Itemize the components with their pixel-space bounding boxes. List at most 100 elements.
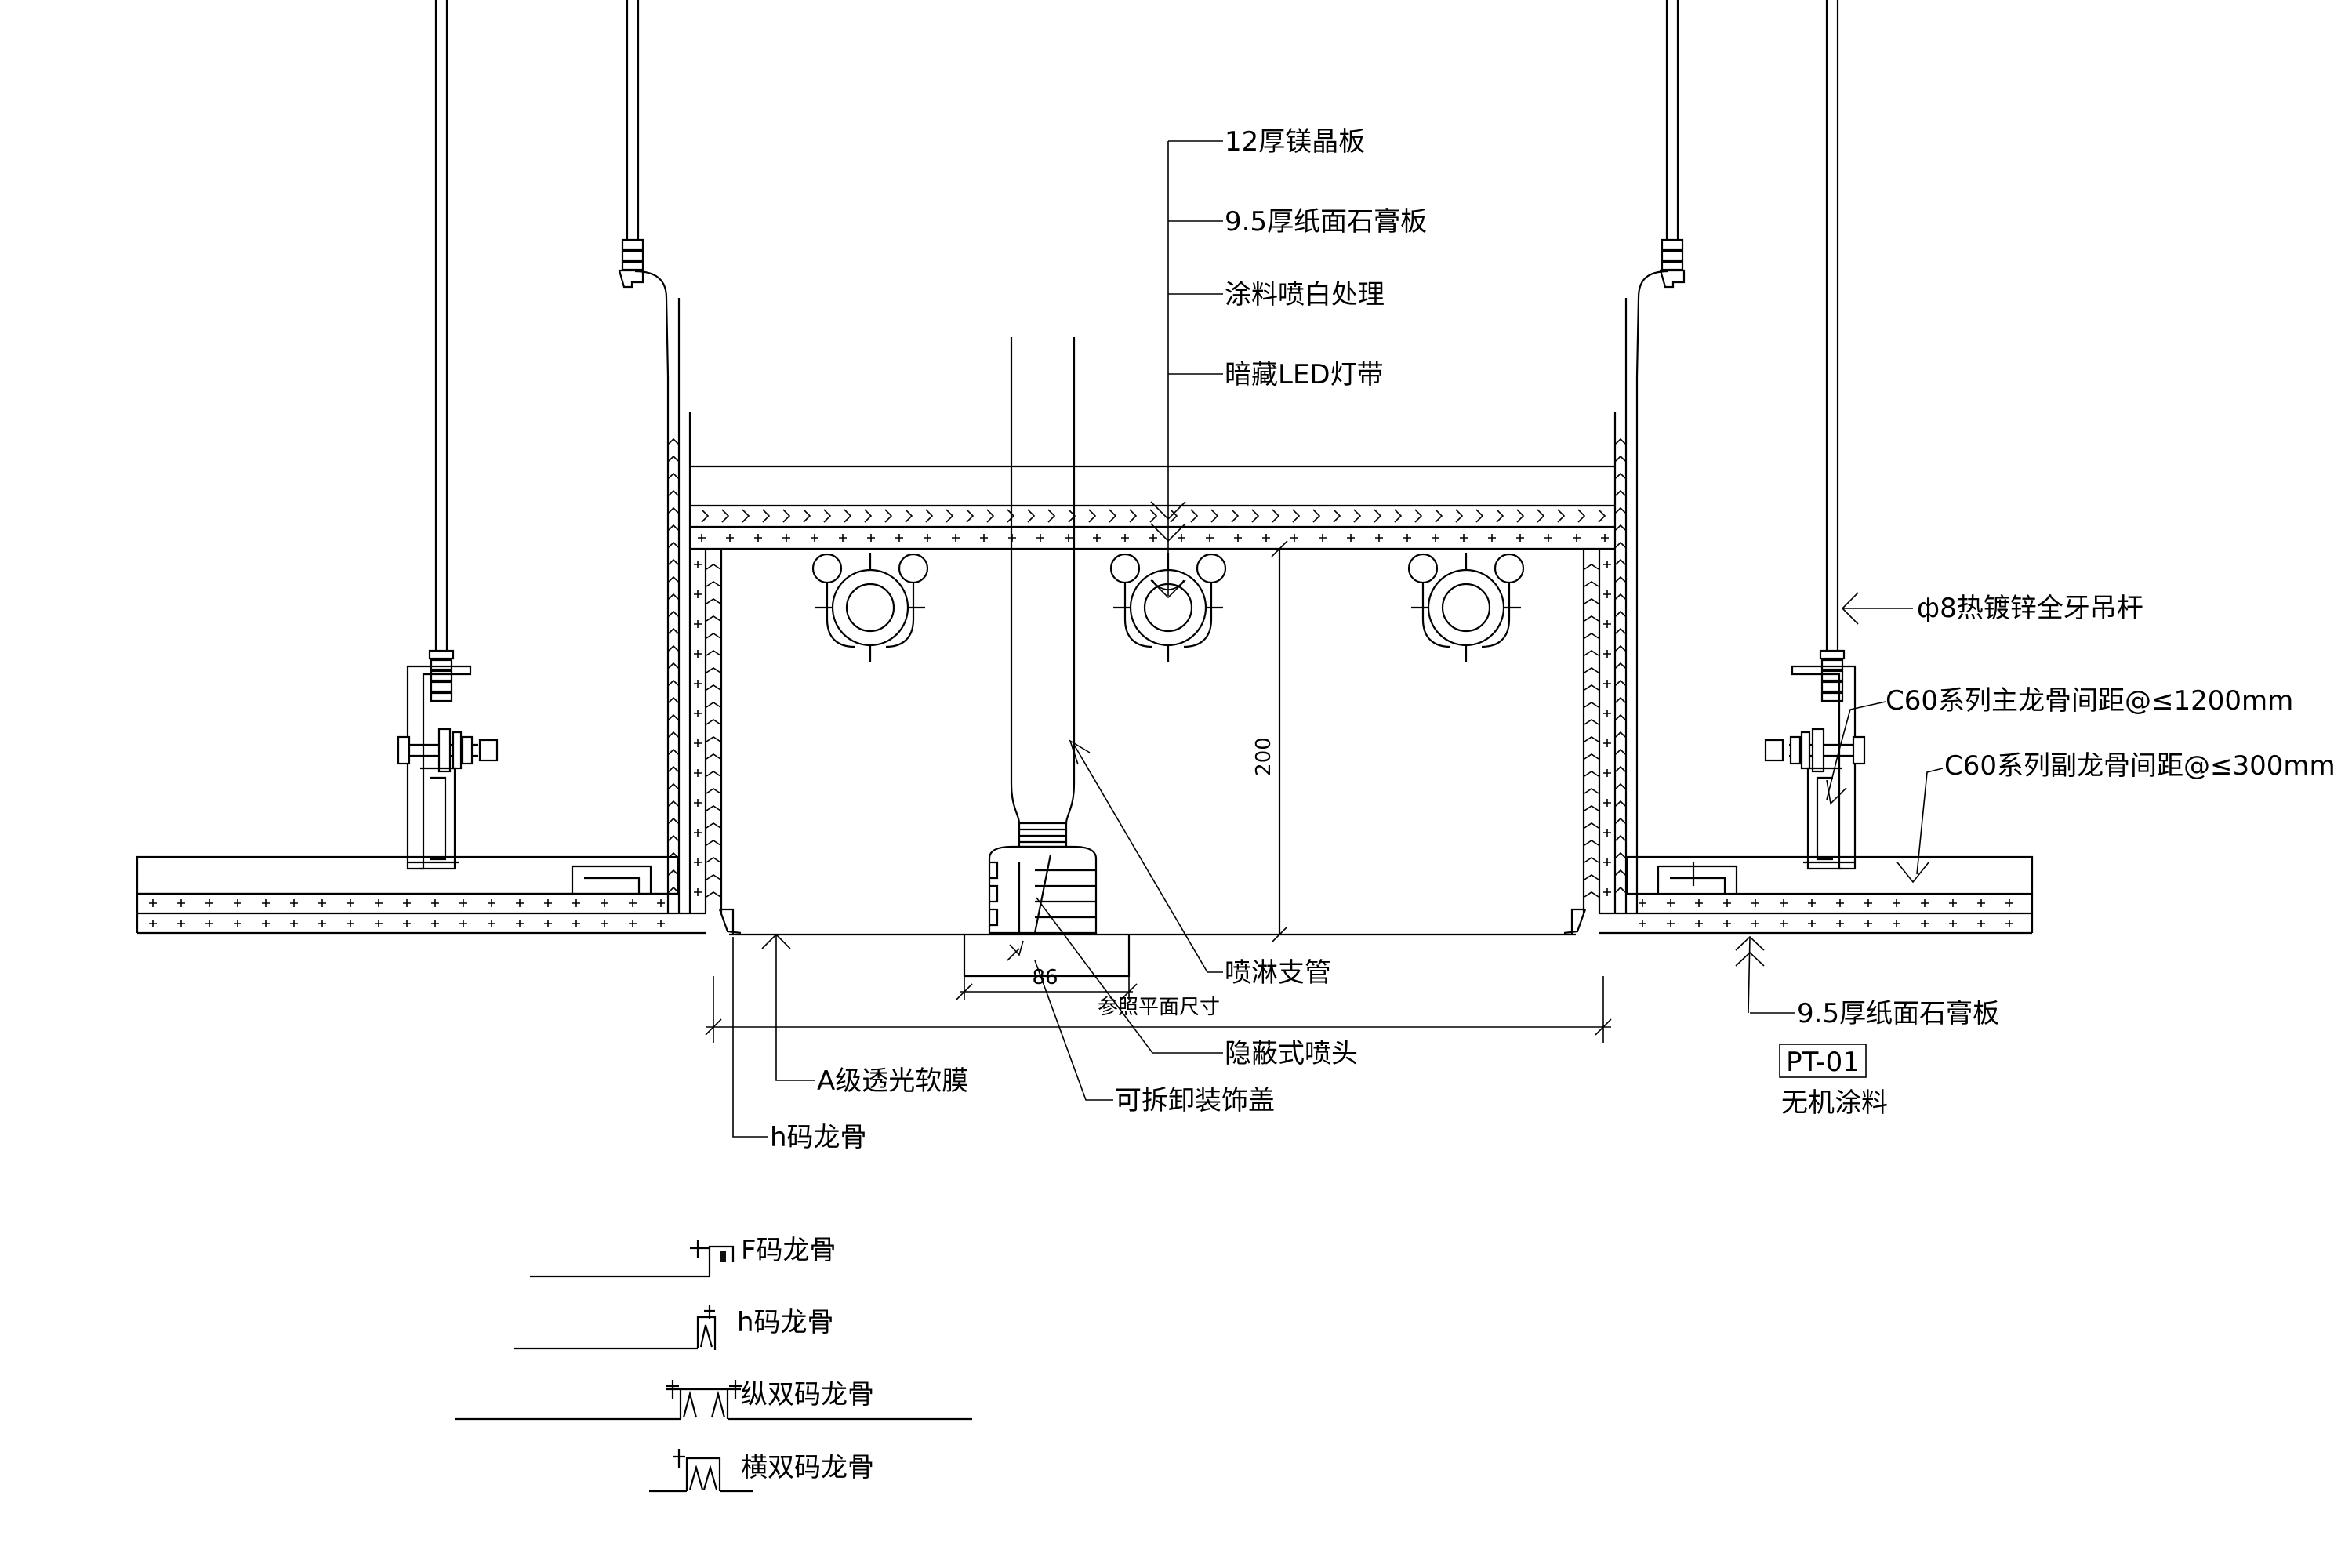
plus-mark: [177, 920, 185, 927]
hatch-mark: [986, 509, 995, 523]
hatch-mark: [1333, 509, 1341, 523]
hatch-mark: [1584, 753, 1599, 760]
plus-mark: [601, 899, 608, 907]
hatch-mark: [884, 509, 893, 523]
plus-mark: [782, 534, 790, 542]
hatch-mark: [1598, 509, 1606, 523]
sprinkler-width-text: 86: [1032, 966, 1058, 989]
plus-mark: [459, 920, 467, 927]
sub-keel-leader: [1896, 768, 1944, 884]
hatch-mark: [1584, 736, 1599, 742]
plus-mark: [177, 899, 185, 907]
hatch-mark: [803, 509, 811, 523]
h-keel-callout-label: h码龙骨: [770, 1122, 867, 1153]
hatch-mark: [668, 455, 679, 462]
plus-mark: [1603, 858, 1611, 866]
hatch-mark: [1615, 437, 1626, 445]
legend-f-keel: F码龙骨: [530, 1235, 837, 1278]
hatch-mark: [706, 736, 721, 742]
led-lamp: [811, 553, 929, 662]
plus-mark: [1836, 899, 1844, 907]
plus-mark: [544, 920, 552, 927]
plus-mark: [694, 739, 702, 747]
hatch-mark: [1584, 667, 1599, 673]
hatch-mark: [706, 805, 721, 811]
plus-mark: [1178, 534, 1185, 542]
hatch-mark: [668, 886, 679, 893]
paint-spray-label: 涂料喷白处理: [1225, 279, 1385, 310]
plus-mark: [694, 680, 702, 688]
hatch-mark: [1109, 509, 1117, 523]
hatch-mark: [668, 472, 679, 479]
right-inner-hanger-rod: [1624, 0, 1686, 412]
plus-mark: [1036, 534, 1044, 542]
hatch-mark: [1615, 610, 1626, 617]
plus-mark: [1488, 534, 1496, 542]
plus-mark: [867, 534, 875, 542]
plus-mark: [1836, 920, 1844, 927]
hatch-mark: [706, 667, 721, 673]
hatch-mark: [1584, 822, 1599, 829]
plus-mark: [839, 534, 847, 542]
hatch-mark: [1047, 509, 1056, 523]
hatch-mark: [1584, 788, 1599, 794]
hatch-mark: [1615, 455, 1626, 462]
gypsum-board-right-label: 9.5厚纸面石膏板: [1797, 998, 1999, 1029]
hatch-mark: [1615, 731, 1626, 738]
plus-mark: [1977, 899, 1985, 907]
hatch-mark: [1088, 509, 1097, 523]
vertical-double-keel-icon: [666, 1380, 742, 1419]
plus-mark: [694, 769, 702, 777]
plus-mark: [1319, 534, 1327, 542]
hatch-mark: [1584, 805, 1599, 811]
hatch-mark: [668, 627, 679, 634]
hatch-mark: [925, 509, 934, 523]
hatch-mark: [706, 581, 721, 587]
left-main-keel-bracket: [397, 665, 499, 870]
concealed-sprinkler-leader: [1036, 897, 1223, 1054]
plus-mark: [1375, 534, 1383, 542]
plus-mark: [262, 920, 270, 927]
plus-mark: [1262, 534, 1270, 542]
hatch-mark: [668, 679, 679, 686]
hatch-mark: [668, 541, 679, 548]
hatch-mark: [1584, 564, 1599, 570]
hatch-mark: [706, 788, 721, 794]
plus-mark: [205, 920, 213, 927]
hatch-mark: [706, 753, 721, 760]
plan-reference-text: 参照平面尺寸: [1098, 996, 1220, 1019]
plan-reference-dimension: 参照平面尺寸: [705, 976, 1612, 1043]
hatch-mark: [1615, 817, 1626, 824]
hatch-mark: [1584, 615, 1599, 622]
plus-mark: [694, 620, 702, 628]
plus-mark: [694, 858, 702, 866]
plus-mark: [290, 899, 298, 907]
plus-mark: [1544, 534, 1552, 542]
plus-mark: [694, 799, 702, 807]
hatch-mark: [668, 696, 679, 703]
hatch-mark: [706, 615, 721, 622]
hatch-mark: [706, 874, 721, 880]
hatch-mark: [706, 857, 721, 863]
plus-mark: [1603, 620, 1611, 628]
hatch-mark: [1615, 886, 1626, 893]
hatch-mark: [1027, 509, 1036, 523]
hatch-mark: [706, 840, 721, 846]
hatch-mark: [706, 598, 721, 604]
concealed-sprinkler-label: 隐蔽式喷头: [1225, 1038, 1358, 1069]
hatch-mark: [1615, 834, 1626, 841]
plus-mark: [1893, 899, 1900, 907]
hatch-mark: [706, 684, 721, 691]
hatch-mark: [1007, 509, 1015, 523]
led-lamps: [811, 553, 1525, 662]
plus-mark: [1723, 920, 1731, 927]
plus-mark: [2005, 899, 2013, 907]
hatch-mark: [706, 633, 721, 639]
plus-mark: [1921, 920, 1929, 927]
hatch-mark: [706, 650, 721, 656]
hatch-mark: [668, 524, 679, 531]
plus-mark: [657, 920, 665, 927]
hatch-mark: [946, 509, 954, 523]
hatch-mark: [966, 509, 975, 523]
hatch-mark: [668, 437, 679, 445]
